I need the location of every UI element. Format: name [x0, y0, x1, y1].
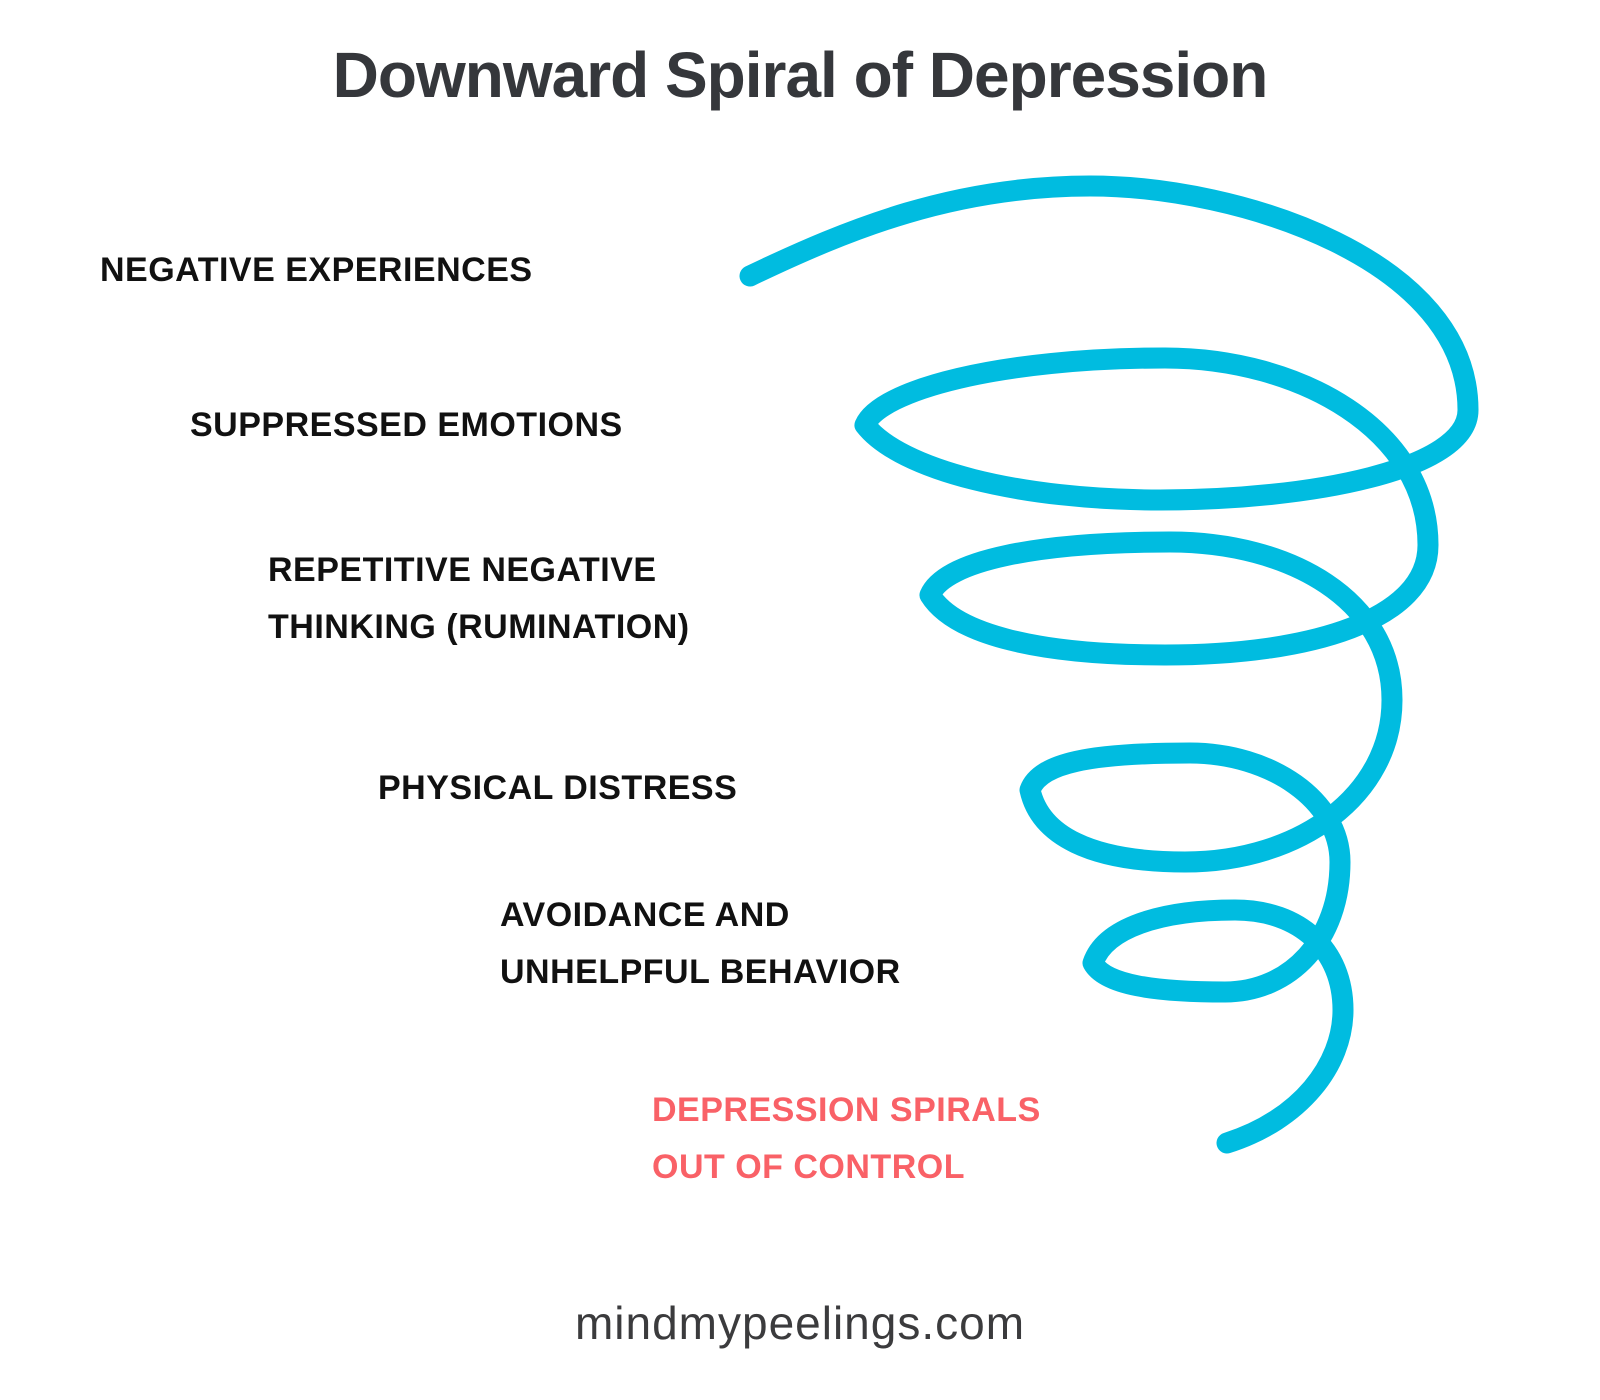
stage-label-repetitive-negative-thinking: REPETITIVE NEGATIVE THINKING (RUMINATION… — [268, 542, 690, 656]
stage-line: NEGATIVE EXPERIENCES — [100, 251, 533, 289]
stage-line: REPETITIVE NEGATIVE — [268, 551, 657, 589]
stage-label-avoidance-unhelpful-behavior: AVOIDANCE AND UNHELPFUL BEHAVIOR — [500, 887, 901, 1001]
stage-line: THINKING (RUMINATION) — [268, 608, 690, 646]
stage-line: UNHELPFUL BEHAVIOR — [500, 953, 901, 991]
website-url: mindmypeelings.com — [574, 1297, 1026, 1349]
spiral-path — [739, 175, 1479, 1154]
stage-line: OUT OF CONTROL — [652, 1148, 965, 1186]
stage-label-suppressed-emotions: SUPPRESSED EMOTIONS — [190, 397, 623, 454]
stage-label-depression-spirals-out-of-control: DEPRESSION SPIRALS OUT OF CONTROL — [652, 1082, 1041, 1196]
page-title: Downward Spiral of Depression — [332, 39, 1269, 111]
stage-line: AVOIDANCE AND — [500, 896, 790, 934]
stage-line: SUPPRESSED EMOTIONS — [190, 406, 623, 444]
stage-line: PHYSICAL DISTRESS — [378, 769, 738, 807]
stage-label-physical-distress: PHYSICAL DISTRESS — [378, 760, 737, 817]
stage-line: DEPRESSION SPIRALS — [652, 1091, 1041, 1129]
stage-label-negative-experiences: NEGATIVE EXPERIENCES — [100, 242, 533, 299]
